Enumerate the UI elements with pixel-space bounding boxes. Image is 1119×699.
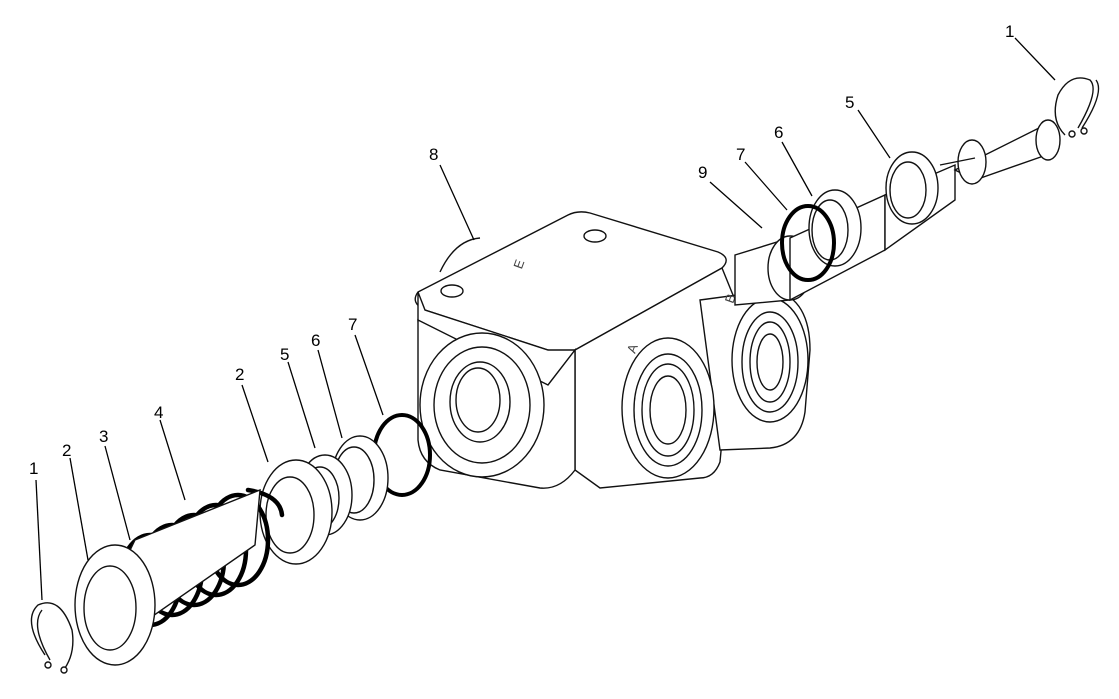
callout-left-outer-washer: 2 — [62, 441, 71, 460]
callout-valve-body: 8 — [429, 145, 438, 164]
inner-washer — [259, 459, 333, 565]
callout-left-retaining-ring: 1 — [29, 459, 38, 478]
callouts: 1 2 3 4 2 5 6 7 8 9 7 6 5 1 — [29, 22, 1014, 478]
callout-right-backup-ring-6: 6 — [774, 123, 783, 142]
callout-right-backup-ring-5: 5 — [845, 93, 854, 112]
callout-spring-seat-sleeve: 3 — [99, 427, 108, 446]
left-retaining-ring — [30, 602, 74, 674]
left-outer-washer — [74, 544, 156, 666]
valve-body: E A B — [414, 211, 811, 489]
callout-spring: 4 — [154, 403, 163, 422]
right-backup-ring-6 — [808, 189, 862, 267]
callout-right-retaining-ring: 1 — [1005, 22, 1014, 41]
callout-left-backup-ring-5: 5 — [280, 345, 289, 364]
right-o-ring — [780, 204, 836, 282]
right-retaining-ring — [1054, 77, 1100, 138]
leader-lines — [35, 37, 1056, 601]
callout-left-o-ring: 7 — [348, 315, 357, 334]
right-backup-ring-5 — [885, 151, 939, 225]
callout-right-o-ring: 7 — [736, 145, 745, 164]
callout-inner-washer: 2 — [235, 365, 244, 384]
callout-left-backup-ring-6: 6 — [311, 331, 320, 350]
callout-spool: 9 — [698, 163, 707, 182]
